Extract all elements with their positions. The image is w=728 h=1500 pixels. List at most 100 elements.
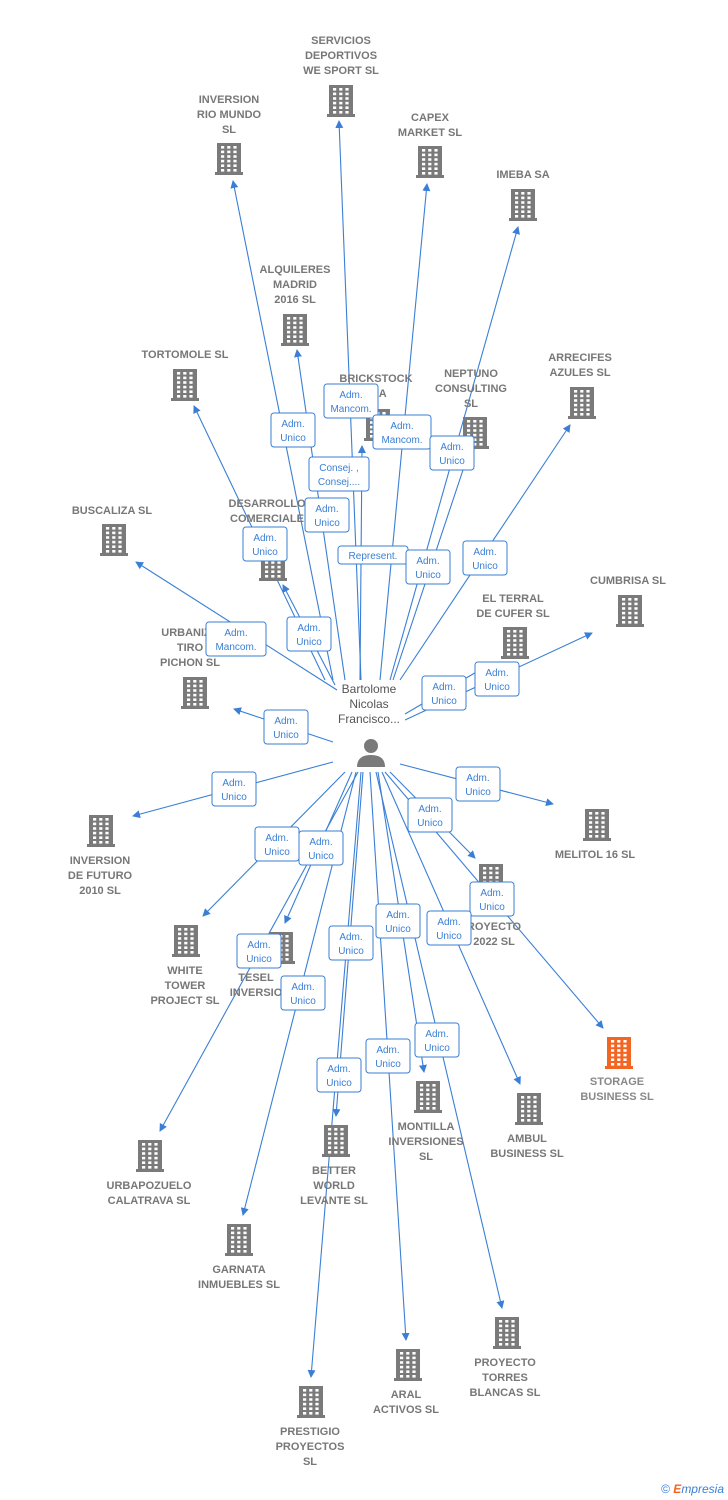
company-label-line: CONSULTING	[435, 383, 507, 395]
role-badge-desarrollo[interactable]: Adm.Unico	[242, 526, 288, 562]
person-name-line-1: Bartolome	[342, 682, 397, 696]
role-badge-brickstock[interactable]: Consej. ,Consej....	[308, 456, 370, 492]
company-label-line: INVERSIO	[230, 987, 283, 999]
role-label-line: Adm.	[466, 773, 489, 784]
role-label-line: Adm.	[440, 442, 463, 453]
company-label-line: TIRO	[177, 642, 204, 654]
company-label-line: BUSINESS SL	[490, 1148, 564, 1160]
role-badge-urbapozuelo[interactable]: Adm.Unico	[236, 933, 282, 969]
company-node-buscaliza[interactable]: BUSCALIZA SL	[72, 505, 153, 556]
building-icon	[100, 524, 128, 556]
company-label-line: TESEL	[238, 972, 274, 984]
role-label-line: Adm.	[425, 1029, 448, 1040]
building-icon	[493, 1317, 521, 1349]
center-person[interactable]: Bartolome Nicolas Francisco...	[338, 682, 400, 767]
company-node-melitol[interactable]: MELITOL 16 SL	[555, 809, 636, 861]
role-label-line: Mancom.	[330, 404, 371, 415]
role-badge-arrecifes[interactable]: Adm.Unico	[462, 540, 508, 576]
building-icon	[416, 146, 444, 178]
role-badge-melitol[interactable]: Adm. Unico	[455, 766, 501, 802]
role-badge-proyecto-torres[interactable]: Adm.Unico	[365, 1038, 411, 1074]
role-label-line: Mancom.	[381, 435, 422, 446]
role-label-line: Adm.	[339, 932, 362, 943]
company-label-line: TORTOMOLE SL	[142, 349, 229, 361]
company-node-cumbrisa[interactable]: CUMBRISA SL	[590, 575, 666, 627]
role-badge-storage[interactable]: Adm.Unico	[469, 881, 515, 917]
role-badge-urbaniza[interactable]: Adm.Unico	[263, 709, 309, 745]
role-badge-inversion-futuro[interactable]: Adm.Unico	[211, 771, 257, 807]
role-label-line: Unico	[314, 518, 340, 529]
role-badge-capex[interactable]: Adm. Mancom.	[372, 414, 432, 450]
copyright-symbol: ©	[661, 1482, 670, 1496]
role-badge-ambul[interactable]: Adm.Unico	[426, 910, 472, 946]
company-label-line: RIO MUNDO	[197, 109, 262, 121]
role-badge-tortomole[interactable]: Adm.Unico	[286, 616, 332, 652]
building-icon	[322, 1125, 350, 1157]
building-icon	[509, 189, 537, 221]
role-badge-cumbrisa[interactable]: Adm.Unico	[421, 675, 467, 711]
role-label-line: Unico	[465, 787, 491, 798]
footer-brand[interactable]: © Empresia	[661, 1482, 724, 1496]
role-badge-garnata[interactable]: Adm.Unico	[280, 975, 326, 1011]
role-label-line: Adm.	[473, 547, 496, 558]
company-label-line: DE FUTURO	[68, 870, 133, 882]
company-label-line: COMERCIALE	[230, 513, 304, 525]
role-badge-proyecto-2022[interactable]: Adm.Unico	[407, 797, 453, 833]
building-icon	[327, 85, 355, 117]
company-label-line: INVERSION	[199, 94, 260, 106]
building-icon	[172, 925, 200, 957]
role-label-line: Adm.	[291, 982, 314, 993]
company-label-line: SERVICIOS	[311, 35, 371, 47]
company-node-tortomole[interactable]: TORTOMOLE SL	[142, 349, 229, 401]
company-label-line: PROJECT SL	[150, 995, 219, 1007]
company-label-line: DE CUFER SL	[476, 608, 550, 620]
company-label-line: SL	[464, 398, 478, 410]
role-label-line: Represent.	[349, 551, 398, 562]
role-badge-inversion-rio[interactable]: Adm.Unico	[270, 412, 316, 448]
role-badge-montilla[interactable]: Adm.Unico	[375, 903, 421, 939]
company-label-line: ROYECTO	[467, 921, 522, 933]
role-badge-white-tower[interactable]: Adm.Unico	[254, 826, 300, 862]
company-label-line: DESARROLLO	[229, 498, 306, 510]
role-badge-aral[interactable]: Adm.Unico	[414, 1022, 460, 1058]
role-badge-neptuno2[interactable]: Adm.Unico	[405, 549, 451, 585]
role-badge-el-terral[interactable]: Adm.Unico	[474, 661, 520, 697]
role-label-line: Unico	[296, 637, 322, 648]
company-label-line: STORAGE	[590, 1076, 644, 1088]
role-badge-tesela[interactable]: Adm.Unico	[298, 830, 344, 866]
role-label-line: Unico	[221, 792, 247, 803]
role-badge-better-world[interactable]: Adm.Unico	[328, 925, 374, 961]
company-label-line: MONTILLA	[398, 1121, 455, 1133]
role-badge-imeba[interactable]: Adm.Unico	[429, 435, 475, 471]
role-badge-neptuno[interactable]: Represent.	[337, 545, 409, 565]
building-icon	[583, 809, 611, 841]
company-node-imeba[interactable]: IMEBA SA	[496, 169, 550, 221]
role-label-line: Adm.	[390, 421, 413, 432]
company-label-line: BLANCAS SL	[470, 1387, 541, 1399]
role-badge-prestigio[interactable]: Adm.Unico	[316, 1057, 362, 1093]
role-badge-servicios[interactable]: Adm.Mancom.	[323, 383, 379, 419]
company-label-line: TORRES	[482, 1372, 528, 1384]
building-icon	[394, 1349, 422, 1381]
role-label-line: Unico	[375, 1059, 401, 1070]
role-badge-alquileres[interactable]: Adm.Unico	[304, 497, 350, 533]
role-badge-buscaliza[interactable]: Adm.Mancom.	[205, 621, 267, 657]
